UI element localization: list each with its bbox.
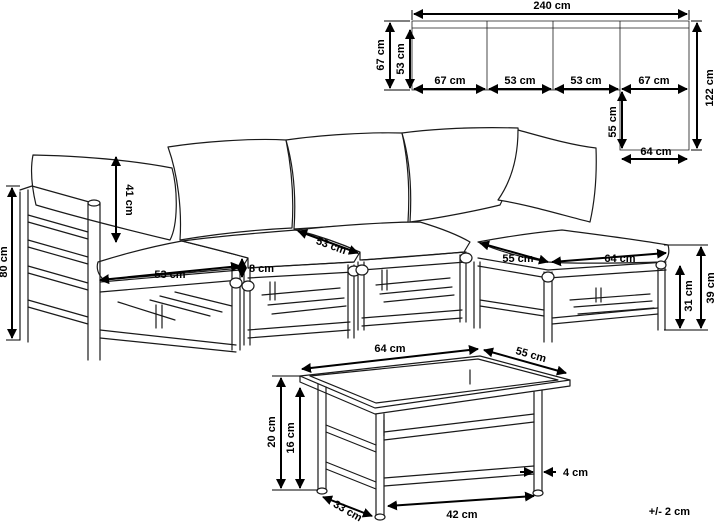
plan-total-depth-label: 122 cm — [704, 69, 716, 107]
dim-seat-width — [99, 261, 241, 285]
plan-ottoman-depth-label: 55 cm — [607, 106, 619, 137]
tolerance-note: +/- 2 cm — [649, 506, 690, 518]
plan-seg2-label: 53 cm — [504, 75, 535, 87]
back-cushion-5 — [497, 129, 597, 223]
back-cushion-1 — [30, 154, 177, 241]
back-cushion-4 — [401, 127, 519, 223]
sofa-height-label: 80 cm — [0, 246, 10, 277]
seat-width-label: 53 cm — [154, 269, 185, 281]
plan-depth-outer-label: 67 cm — [375, 39, 387, 70]
back-cushion-2 — [167, 138, 294, 241]
dim-ottoman-width — [551, 248, 667, 267]
ottoman-height-label: 39 cm — [705, 272, 717, 303]
dim-table-base-width — [387, 491, 535, 511]
plan-depth-inner-label: 53 cm — [395, 43, 407, 74]
ottoman-width-label: 64 cm — [604, 253, 635, 265]
plan-width-label: 240 cm — [533, 0, 571, 12]
plan-view: 240 cm 67 cm 53 cm 67 cm 53 cm 53 cm 67 … — [375, 0, 716, 164]
plan-seg3-label: 53 cm — [570, 75, 601, 87]
dim-table-width — [301, 345, 479, 373]
cushion-thickness-label: 8 cm — [249, 263, 274, 275]
ottoman-frame-height-label: 31 cm — [683, 280, 695, 311]
dim-table-depth — [483, 347, 567, 376]
table-leg-label: 4 cm — [563, 467, 588, 479]
coffee-table-drawing: 64 cm 55 cm 20 cm 16 cm 4 cm 33 cm 42 cm — [266, 343, 588, 525]
plan-ottoman-width-label: 64 cm — [640, 146, 671, 158]
table-inner-height-label: 16 cm — [285, 422, 297, 453]
plan-outline — [411, 20, 690, 151]
table-width-label: 64 cm — [374, 343, 405, 355]
back-cushion-3 — [285, 132, 410, 230]
dim-table-base-depth — [322, 495, 373, 518]
corner-sofa-drawing: 80 cm 41 cm 53 cm 53 cm 8 cm 55 cm 64 cm… — [0, 127, 717, 361]
ottoman-depth-label: 55 cm — [502, 253, 533, 265]
plan-seg4-label: 67 cm — [638, 75, 669, 87]
dim-seat-depth — [297, 229, 359, 255]
dim-ottoman-depth — [479, 240, 549, 265]
table-base-width-label: 42 cm — [446, 509, 477, 521]
table-height-label: 20 cm — [266, 416, 278, 447]
plan-seg1-label: 67 cm — [434, 75, 465, 87]
back-height-label: 41 cm — [123, 184, 135, 215]
table-base-depth-label: 33 cm — [331, 498, 364, 524]
